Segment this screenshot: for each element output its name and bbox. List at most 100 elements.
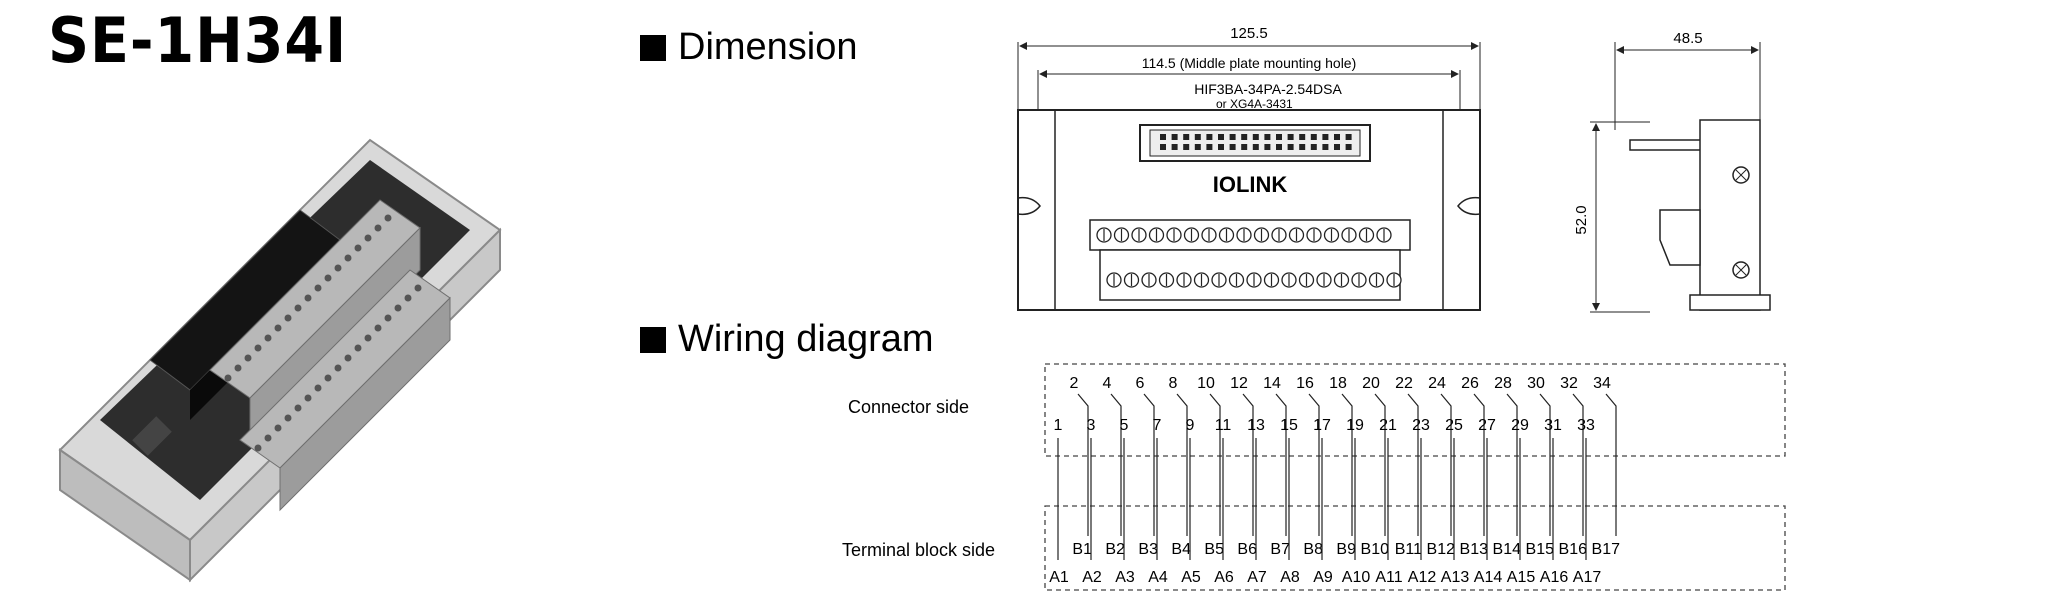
photo-screw: [244, 354, 252, 362]
photo-screw: [274, 424, 282, 432]
connector-pin-odd: 27: [1478, 417, 1496, 434]
terminal-a: A6: [1214, 569, 1234, 586]
terminal-a: A7: [1247, 569, 1267, 586]
terminal-row-lower: [239, 269, 451, 512]
wire-even: [1308, 393, 1320, 536]
photo-screw: [354, 344, 362, 352]
photo-screw: [304, 294, 312, 302]
connector-pin-odd: 9: [1186, 417, 1195, 434]
connector-pin: [1264, 144, 1271, 150]
connector-pin: [1299, 134, 1306, 140]
terminal-b: B15: [1526, 541, 1555, 558]
wire-even: [1407, 393, 1419, 536]
terminal-a: A5: [1181, 569, 1201, 586]
connector-pin-odd: 33: [1577, 417, 1595, 434]
connector-pin: [1264, 134, 1271, 140]
terminal-b: B5: [1204, 541, 1224, 558]
photo-screw: [384, 314, 392, 322]
connector-pin-even: 8: [1169, 375, 1178, 392]
connector-pin-even: 6: [1136, 375, 1145, 392]
connector-pin: [1241, 144, 1248, 150]
photo-screw: [324, 374, 332, 382]
connector-pin-odd: 15: [1280, 417, 1298, 434]
overall-width-label: 125.5: [1230, 25, 1268, 42]
wire-even: [1341, 393, 1353, 536]
terminal-b: B6: [1237, 541, 1257, 558]
terminal-a: A4: [1148, 569, 1168, 586]
terminal-b: B7: [1270, 541, 1290, 558]
dimension-front-view: 125.5 114.5 (Middle plate mounting hole)…: [1017, 25, 1481, 311]
terminal-a: A3: [1115, 569, 1135, 586]
product-model-title: SE-1H34I: [48, 4, 348, 77]
connector-pin: [1252, 144, 1259, 150]
photo-screw: [344, 254, 352, 262]
dimension-heading: Dimension: [640, 26, 858, 69]
wiring-heading: Wiring diagram: [640, 318, 934, 361]
photo-screw: [314, 384, 322, 392]
connector-pin-even: 20: [1362, 375, 1380, 392]
connector-pin: [1334, 144, 1340, 150]
photo-screw: [364, 334, 372, 342]
product-photo: [58, 138, 502, 583]
connector-pin: [1241, 134, 1248, 140]
connector-pin: [1206, 144, 1213, 150]
terminal-a: A13: [1441, 569, 1470, 586]
connector-pin-even: 22: [1395, 375, 1413, 392]
terminal-b: B13: [1460, 541, 1489, 558]
photo-screw: [394, 304, 402, 312]
connector-pin-even: 34: [1593, 375, 1611, 392]
wire-even: [1242, 393, 1254, 536]
photo-screw: [264, 434, 272, 442]
connector-pin: [1310, 134, 1317, 140]
brand-logo: IOLINK: [1213, 172, 1288, 197]
connector-pin-even: 28: [1494, 375, 1512, 392]
connector-pin: [1229, 144, 1236, 150]
connector-pin: [1322, 144, 1329, 150]
wire-even: [1143, 393, 1155, 536]
photo-screw: [354, 244, 362, 252]
wire-even: [1605, 393, 1617, 536]
terminal-a: A11: [1375, 569, 1402, 586]
wire-even: [1539, 393, 1551, 536]
terminal-b: B3: [1138, 541, 1158, 558]
connector-pin: [1345, 144, 1352, 150]
terminal-b: B14: [1493, 541, 1522, 558]
connector-alt-part-label: or XG4A-3431: [1216, 97, 1293, 111]
terminal-b: B1: [1072, 541, 1092, 558]
connector-pin: [1183, 134, 1190, 140]
connector-pin-odd: 31: [1544, 417, 1562, 434]
connector-pin-even: 26: [1461, 375, 1479, 392]
connector-pin: [1160, 144, 1166, 150]
photo-screw: [404, 294, 412, 302]
connector-pin: [1171, 134, 1178, 140]
side-height-label: 52.0: [1573, 205, 1590, 234]
connector-pin-odd: 5: [1120, 417, 1129, 434]
terminal-a: A12: [1408, 569, 1437, 586]
terminal-b: B10: [1361, 541, 1390, 558]
connector-pin-odd: 23: [1412, 417, 1430, 434]
wiring-diagram: Connector side Terminal block side 21B1A…: [842, 363, 1786, 591]
connector-pin-odd: 29: [1511, 417, 1529, 434]
photo-screw: [254, 444, 262, 452]
terminal-side-label: Terminal block side: [842, 540, 995, 560]
connector-pin: [1322, 134, 1329, 140]
connector-pin-even: 32: [1560, 375, 1578, 392]
connector-pin: [1218, 144, 1224, 150]
connector-pin: [1171, 144, 1178, 150]
connector-pin: [1194, 134, 1201, 140]
terminal-a: A17: [1573, 569, 1602, 586]
connector-pin: [1160, 134, 1166, 140]
connector-pin-even: 16: [1296, 375, 1314, 392]
connector-pin-even: 4: [1103, 375, 1112, 392]
wire-even: [1209, 393, 1221, 536]
photo-screw: [224, 374, 232, 382]
terminal-b: B11: [1395, 541, 1422, 558]
photo-screw: [374, 324, 382, 332]
terminal-a: A10: [1342, 569, 1371, 586]
connector-pin-even: 14: [1263, 375, 1281, 392]
connector-pin-odd: 21: [1379, 417, 1397, 434]
connector-part-label: HIF3BA-34PA-2.54DSA: [1194, 81, 1342, 97]
wire-even: [1077, 393, 1089, 536]
connector-pin-even: 24: [1428, 375, 1446, 392]
photo-screw: [284, 414, 292, 422]
